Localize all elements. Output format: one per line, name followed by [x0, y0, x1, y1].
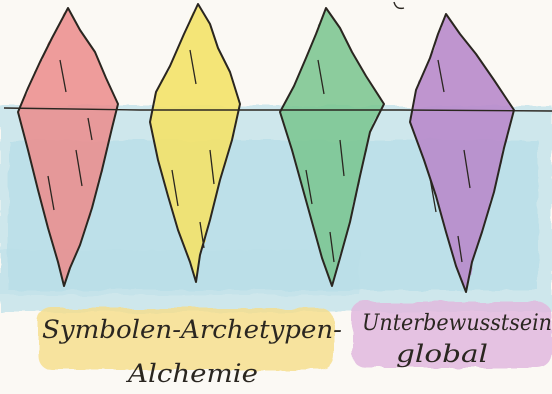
caption-line1-left: Symbolen-Archetypen- — [42, 315, 342, 344]
caption-line1-right: Unterbewusstsein — [362, 311, 552, 336]
caption-line2-left: Alchemie — [126, 359, 258, 388]
caption-line2-right: global — [396, 340, 488, 368]
